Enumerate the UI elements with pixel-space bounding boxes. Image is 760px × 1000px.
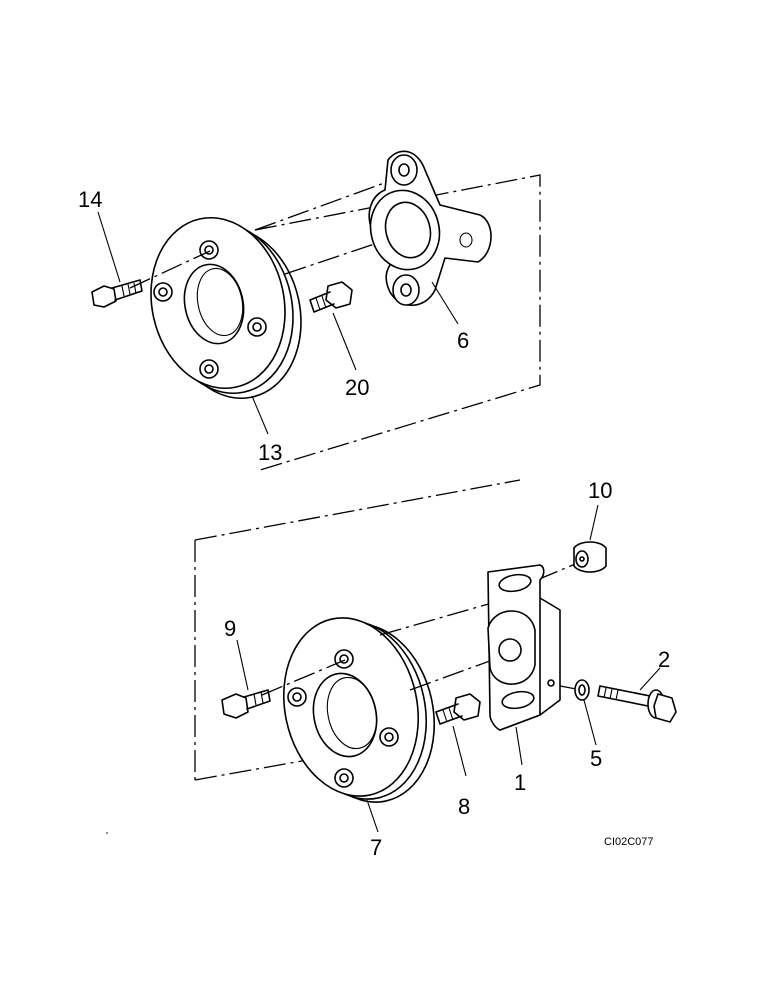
callout-9: 9 [224, 616, 236, 641]
part-5-washer [574, 679, 590, 701]
part-7-flange-disc [282, 617, 436, 803]
drawing-code: CI02C077 [604, 836, 654, 848]
part-14-bolt [91, 279, 143, 308]
callout-8: 8 [458, 794, 470, 819]
part-13-flange-disc [150, 216, 302, 400]
callout-14: 14 [78, 187, 102, 212]
callout-7: 7 [370, 835, 382, 860]
part-10-spacer [573, 541, 607, 573]
callout-10: 10 [588, 478, 612, 503]
callout-5: 5 [590, 746, 602, 771]
part-9-bolt [221, 689, 271, 719]
callout-1: 1 [514, 770, 526, 795]
part-8-bolt [435, 693, 481, 725]
callout-13: 13 [258, 440, 282, 465]
callout-20: 20 [345, 375, 369, 400]
callout-6: 6 [457, 328, 469, 353]
part-6-bracket [368, 150, 492, 306]
part-2-bolt [597, 685, 677, 723]
leader-lines [97, 211, 661, 833]
callout-2: 2 [658, 647, 670, 672]
part-20-bolt [309, 281, 353, 313]
stray-dot [106, 832, 108, 834]
part-1-bracket [487, 564, 561, 731]
